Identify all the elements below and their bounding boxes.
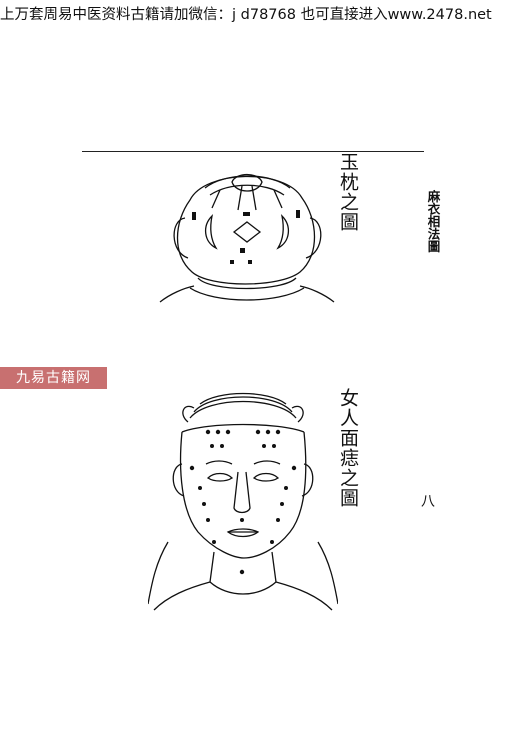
female-face-moles-illustration: [148, 392, 338, 611]
book-title: 麻衣相法圖: [425, 190, 441, 253]
jade-pillow-illustration: [159, 173, 335, 303]
figure-caption-female-moles: 女人面痣之圖: [337, 388, 359, 508]
site-stamp-logo: 九易古籍网: [0, 367, 107, 389]
header-rule: [82, 151, 424, 152]
figure-caption-jade-pillow: 玉枕之圖: [337, 152, 359, 232]
page-number: 八: [421, 494, 435, 510]
watermark-banner: 上万套周易中医资料古籍请加微信：j d78768 也可直接进入www.2478.…: [0, 7, 492, 23]
